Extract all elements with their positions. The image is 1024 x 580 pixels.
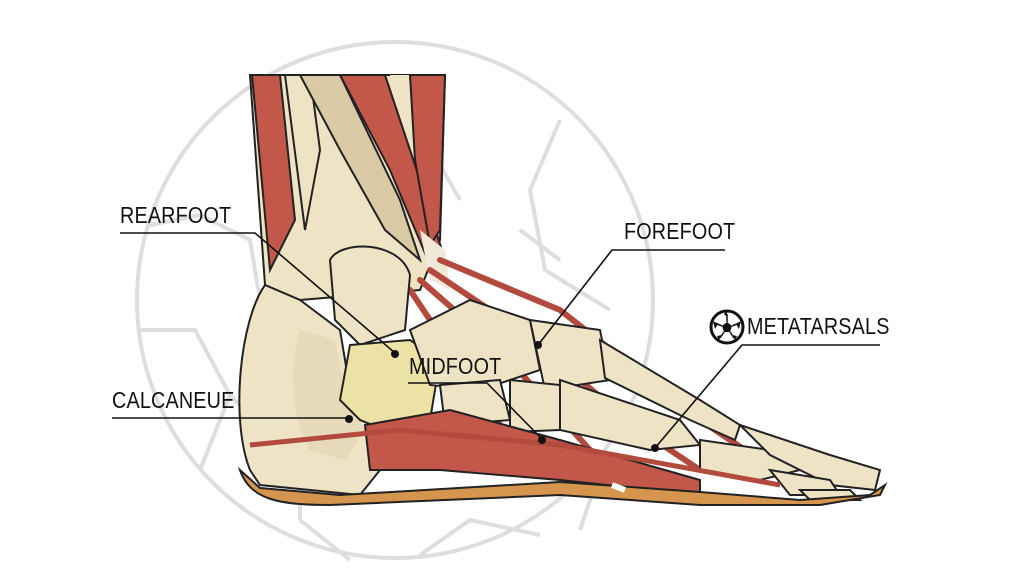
label-rearfoot: REARFOOT [120, 202, 232, 228]
forefoot-leader [537, 249, 725, 346]
rearfoot-leader [120, 232, 396, 354]
label-forefoot: FOREFOOT [624, 218, 736, 244]
label-metatarsals: METATARSALS [747, 313, 890, 339]
tendon-highlight [610, 482, 627, 493]
sole [237, 466, 888, 507]
label-calcaneue: CALCANEUE [112, 387, 235, 413]
metatarsals-leader [654, 344, 880, 449]
leader-dots [345, 341, 659, 452]
label-midfoot: MIDFOOT [409, 353, 502, 379]
lower-leg [248, 74, 450, 302]
midfoot-leader [408, 382, 543, 440]
soccer-ball-icon [709, 309, 745, 345]
leader-lines [112, 232, 880, 449]
